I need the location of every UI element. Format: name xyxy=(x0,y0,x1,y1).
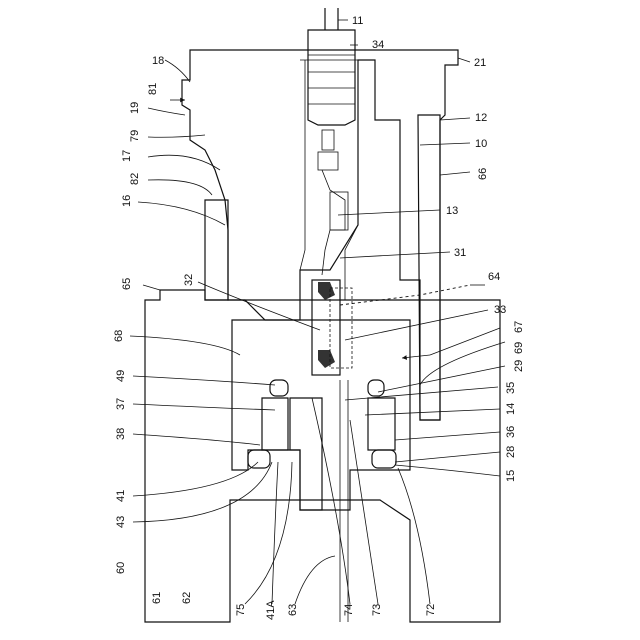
label-64: 64 xyxy=(488,271,500,283)
label-17: 17 xyxy=(121,150,133,162)
label-74: 74 xyxy=(343,604,355,616)
label-33: 33 xyxy=(494,304,506,316)
label-35: 35 xyxy=(505,382,517,394)
label-14: 14 xyxy=(505,403,517,415)
label-19: 19 xyxy=(129,102,141,114)
label-67: 67 xyxy=(513,321,525,333)
label-49: 49 xyxy=(115,370,127,382)
label-15: 15 xyxy=(505,470,517,482)
contact-clip xyxy=(312,280,470,375)
label-38: 38 xyxy=(115,428,127,440)
label-31: 31 xyxy=(454,247,466,259)
reference-numerals: 11 34 18 21 81 19 12 79 10 17 82 66 16 1… xyxy=(113,15,525,620)
cable-boot xyxy=(308,30,355,125)
label-68: 68 xyxy=(113,330,125,342)
label-81: 81 xyxy=(147,83,159,95)
label-65: 65 xyxy=(121,278,133,290)
label-41: 41 xyxy=(115,490,127,502)
label-62: 62 xyxy=(181,592,193,604)
internal-conductor xyxy=(318,130,348,275)
label-72: 72 xyxy=(425,604,437,616)
label-21: 21 xyxy=(474,57,486,69)
label-34: 34 xyxy=(372,39,384,51)
label-79: 79 xyxy=(129,130,141,142)
label-28: 28 xyxy=(505,446,517,458)
label-75: 75 xyxy=(235,604,247,616)
label-73: 73 xyxy=(371,604,383,616)
label-16: 16 xyxy=(121,195,133,207)
cable xyxy=(325,8,338,30)
label-13: 13 xyxy=(446,205,458,217)
label-18: 18 xyxy=(152,55,164,67)
label-37: 37 xyxy=(115,398,127,410)
label-61: 61 xyxy=(151,592,163,604)
label-43: 43 xyxy=(115,516,127,528)
label-36: 36 xyxy=(505,426,517,438)
label-10: 10 xyxy=(475,138,487,150)
label-69: 69 xyxy=(513,342,525,354)
label-60: 60 xyxy=(115,562,127,574)
central-channel xyxy=(300,60,358,300)
label-63: 63 xyxy=(287,604,299,616)
label-29: 29 xyxy=(513,360,525,372)
left-housing-wall xyxy=(205,200,228,300)
upper-housing xyxy=(182,50,458,420)
label-82: 82 xyxy=(129,173,141,185)
label-66: 66 xyxy=(477,168,489,180)
label-12: 12 xyxy=(475,112,487,124)
label-41A: 41A xyxy=(265,600,277,620)
label-32: 32 xyxy=(183,274,195,286)
label-11: 11 xyxy=(352,15,363,27)
inner-sleeve xyxy=(418,115,440,420)
